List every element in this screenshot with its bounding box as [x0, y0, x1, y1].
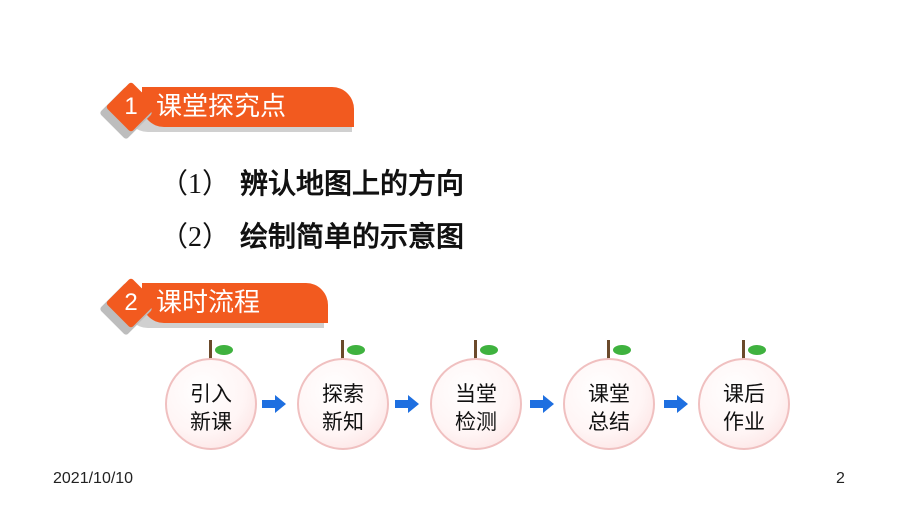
arrow-right-icon [395, 395, 419, 413]
arrow-right-icon [262, 395, 286, 413]
flow-step-2-line1: 探索 [322, 382, 364, 406]
point-1-number: （1） [160, 169, 231, 200]
section-title-1: 课堂探究点 [142, 87, 354, 127]
flow-step-5-line1: 课后 [723, 382, 765, 406]
flow-step-4-line1: 课堂 [588, 382, 630, 406]
flow-step-3-line2: 检测 [455, 410, 497, 434]
flow-step-1-line1: 引入 [190, 382, 232, 406]
flow-step-4-line2: 总结 [588, 410, 630, 434]
flow-step-4: 课堂总结 [563, 340, 663, 455]
arrow-right-icon [530, 395, 554, 413]
section-header-1: 课堂探究点 1 [99, 81, 364, 140]
point-1-text: 辨认地图上的方向 [240, 167, 465, 200]
section-number-1: 1 [124, 93, 138, 120]
footer-date: 2021/10/10 [53, 470, 134, 487]
page-number: 2 [836, 470, 845, 487]
section-title-2: 课时流程 [142, 283, 328, 323]
point-1: （1） 辨认地图上的方向 [160, 162, 464, 202]
flow-step-5: 课后作业 [698, 340, 798, 455]
section-header-2: 课时流程 2 [99, 277, 344, 336]
flow-step-1: 引入新课 [165, 340, 265, 455]
point-2: （2） 绘制简单的示意图 [160, 215, 464, 255]
flow-step-2: 探索新知 [297, 340, 397, 455]
point-2-number: （2） [160, 222, 231, 253]
leaf-icon [347, 345, 365, 355]
leaf-icon [613, 345, 631, 355]
leaf-icon [215, 345, 233, 355]
flow-step-3: 当堂检测 [430, 340, 530, 455]
leaf-icon [480, 345, 498, 355]
section-number-2: 2 [124, 289, 138, 316]
flow-step-3-line1: 当堂 [455, 382, 497, 406]
leaf-icon [748, 345, 766, 355]
flow-step-2-line2: 新知 [322, 410, 364, 434]
arrow-right-icon [664, 395, 688, 413]
flow-step-5-line2: 作业 [723, 410, 765, 434]
point-2-text: 绘制简单的示意图 [240, 220, 465, 253]
flow-step-1-line2: 新课 [190, 410, 232, 434]
